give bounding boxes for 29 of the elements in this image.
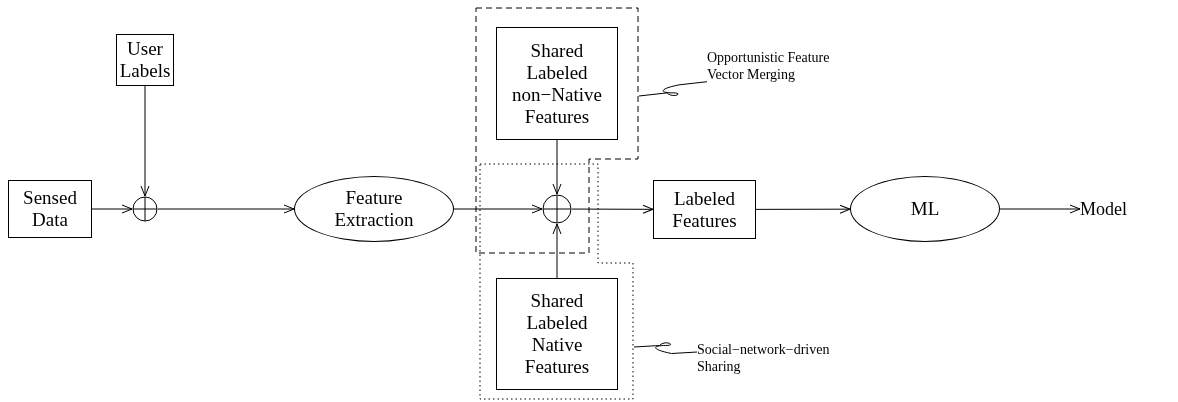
node-label: ML — [910, 198, 940, 220]
node-label: User Labels — [118, 38, 172, 82]
arrow — [91, 204, 133, 214]
process-box — [8, 180, 92, 238]
arrow — [552, 139, 562, 195]
arrow — [999, 204, 1081, 214]
arrow — [755, 204, 851, 214]
summing-junction — [132, 196, 158, 222]
leader-line — [638, 81, 708, 97]
node-label: Feature Extraction — [333, 187, 415, 231]
process-box — [496, 27, 618, 140]
arrow — [571, 204, 654, 214]
node-label: Labeled Features — [671, 187, 738, 232]
arrow — [552, 223, 562, 279]
arrow — [140, 85, 150, 197]
leader-line — [633, 342, 698, 354]
note-text: Opportunistic Feature Vector Merging — [707, 49, 831, 83]
group-outline — [476, 8, 639, 254]
node-label: Model — [1080, 198, 1127, 220]
arrow — [453, 204, 543, 214]
node-label: Shared Labeled non−Native Features — [511, 39, 603, 128]
process-box — [496, 278, 618, 390]
group-outline — [480, 164, 634, 400]
summing-junction — [542, 194, 572, 224]
arrow — [157, 204, 295, 214]
node-label: Shared Labeled Native Features — [523, 290, 591, 378]
process-box — [653, 180, 756, 239]
node-label: Sensed Data — [22, 187, 78, 231]
note-text: Social−network−driven Sharing — [697, 341, 831, 375]
